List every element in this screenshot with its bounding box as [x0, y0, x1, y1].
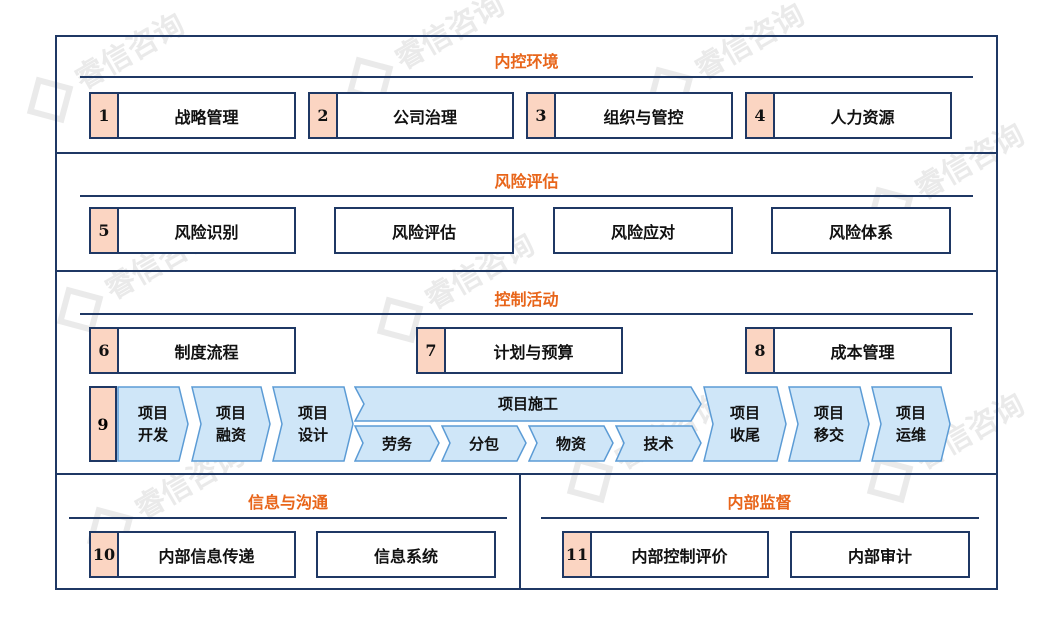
step-line: 收尾 — [729, 426, 760, 444]
section-title-supervision: 内部监督 — [727, 493, 792, 512]
project-number: 9 — [89, 386, 117, 462]
risk-item-identify[interactable]: 5 风险识别 — [89, 207, 296, 254]
divider — [519, 473, 521, 590]
divider — [55, 270, 998, 272]
section-underline — [80, 195, 973, 197]
ctrl-item-process[interactable]: 6 制度流程 — [89, 327, 296, 374]
item-label: 人力资源 — [830, 107, 895, 127]
divider — [55, 473, 998, 475]
item-number: 11 — [564, 533, 592, 576]
step-project-design[interactable]: 项目设计 — [272, 386, 354, 462]
sub-step-label: 物资 — [555, 434, 586, 453]
item-label: 内部信息传递 — [158, 546, 255, 566]
item-label: 组织与管控 — [603, 107, 684, 127]
item-number: 4 — [747, 94, 775, 137]
item-label: 风险评估 — [391, 222, 456, 242]
sub-step-materials[interactable]: 物资 — [528, 425, 614, 462]
item-number: 6 — [91, 329, 119, 372]
risk-item-respond[interactable]: 风险应对 — [553, 207, 733, 254]
sub-step-label: 劳务 — [381, 434, 412, 453]
supv-item-evaluation[interactable]: 11 内部控制评价 — [562, 531, 769, 578]
section-title-ctrl: 控制活动 — [494, 290, 559, 309]
construction-title: 项目施工 — [497, 395, 558, 413]
section-underline — [69, 517, 507, 519]
step-line: 项目 — [215, 404, 246, 422]
item-number: 2 — [310, 94, 338, 137]
item-number: 7 — [418, 329, 446, 372]
divider — [55, 152, 998, 154]
ctrl-item-budget[interactable]: 7 计划与预算 — [416, 327, 623, 374]
step-line: 设计 — [297, 426, 328, 444]
section-title-env: 内控环境 — [494, 52, 559, 71]
sub-step-label: 分包 — [468, 434, 499, 453]
item-number: 10 — [91, 533, 119, 576]
section-title-info: 信息与沟通 — [247, 493, 328, 512]
item-label: 计划与预算 — [493, 342, 574, 362]
item-label: 风险应对 — [610, 222, 675, 242]
info-item-system[interactable]: 信息系统 — [316, 531, 496, 578]
step-project-closeout[interactable]: 项目收尾 — [703, 386, 787, 462]
item-label: 战略管理 — [174, 107, 239, 127]
section-underline — [80, 76, 973, 78]
item-number: 8 — [747, 329, 775, 372]
step-line: 运维 — [895, 426, 926, 444]
item-number: 1 — [91, 94, 119, 137]
step-project-construction[interactable]: 项目施工 — [354, 386, 702, 422]
supv-item-audit[interactable]: 内部审计 — [790, 531, 970, 578]
sub-step-tech[interactable]: 技术 — [615, 425, 702, 462]
section-underline — [80, 313, 973, 315]
step-line: 项目 — [813, 404, 844, 422]
risk-item-system[interactable]: 风险体系 — [771, 207, 951, 254]
step-project-handover[interactable]: 项目移交 — [788, 386, 870, 462]
env-item-organization[interactable]: 3 组织与管控 — [526, 92, 733, 139]
env-item-governance[interactable]: 2 公司治理 — [308, 92, 514, 139]
item-label: 公司治理 — [392, 107, 457, 127]
step-line: 项目 — [895, 404, 926, 422]
section-title-risk: 风险评估 — [494, 172, 559, 191]
step-line: 开发 — [137, 426, 168, 444]
item-number: 5 — [91, 209, 119, 252]
item-label: 风险识别 — [174, 222, 239, 242]
step-project-finance[interactable]: 项目融资 — [191, 386, 271, 462]
ctrl-item-cost[interactable]: 8 成本管理 — [745, 327, 952, 374]
outer-frame — [55, 35, 998, 590]
step-line: 项目 — [729, 404, 760, 422]
sub-step-subcontract[interactable]: 分包 — [441, 425, 527, 462]
sub-step-labor[interactable]: 劳务 — [354, 425, 440, 462]
item-label: 风险体系 — [828, 222, 893, 242]
sub-step-label: 技术 — [643, 434, 674, 453]
section-underline — [541, 517, 979, 519]
step-line: 融资 — [215, 426, 246, 444]
info-item-communication[interactable]: 10 内部信息传递 — [89, 531, 296, 578]
item-label: 制度流程 — [174, 342, 239, 362]
risk-item-assess[interactable]: 风险评估 — [334, 207, 514, 254]
step-line: 项目 — [137, 404, 168, 422]
item-label: 信息系统 — [373, 546, 438, 566]
item-label: 内部审计 — [847, 546, 912, 566]
env-item-strategy[interactable]: 1 战略管理 — [89, 92, 296, 139]
item-label: 内部控制评价 — [631, 546, 728, 566]
item-number: 3 — [528, 94, 556, 137]
step-project-dev[interactable]: 项目开发 — [117, 386, 189, 462]
env-item-hr[interactable]: 4 人力资源 — [745, 92, 952, 139]
item-label: 成本管理 — [830, 342, 895, 362]
step-project-operation[interactable]: 项目运维 — [871, 386, 951, 462]
step-line: 移交 — [813, 426, 844, 444]
step-line: 项目 — [297, 404, 328, 422]
